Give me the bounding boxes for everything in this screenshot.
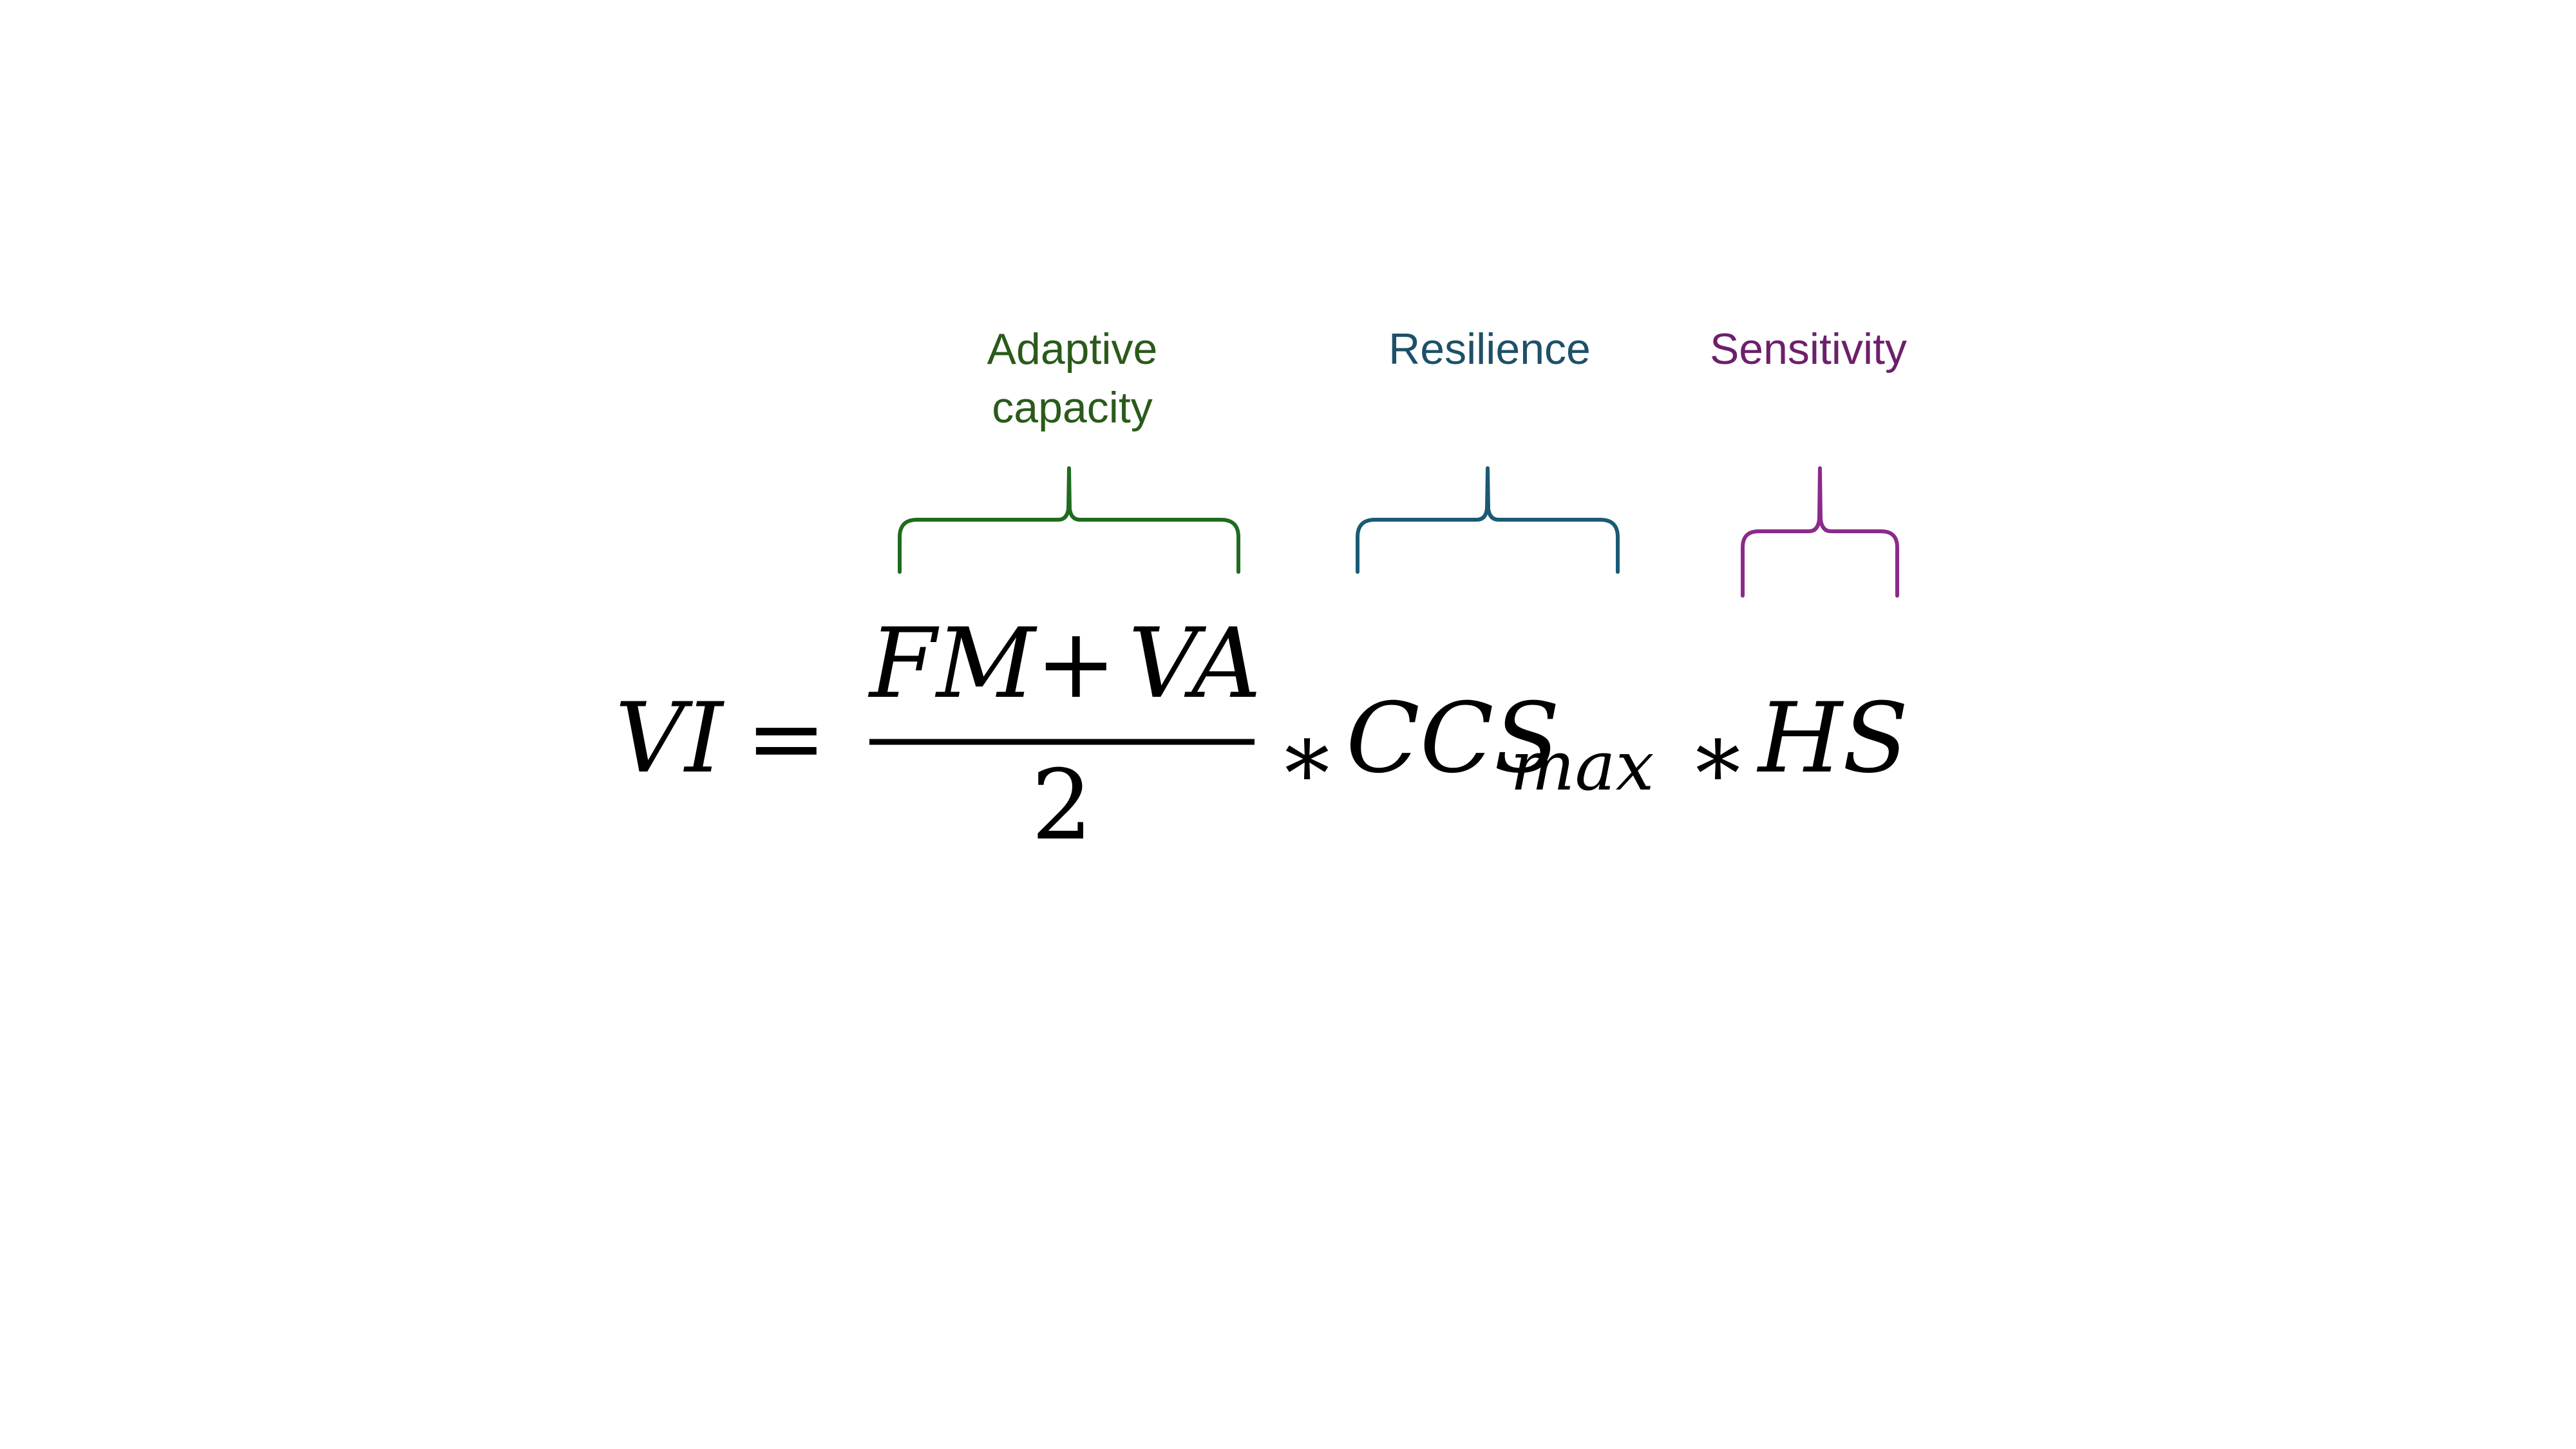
multiply-sign-2: ∗ <box>1687 704 1748 809</box>
adaptive-capacity-brace <box>898 466 1240 574</box>
va-term: VA <box>1128 608 1261 720</box>
ccs-term: CCS <box>1346 683 1560 795</box>
plus-sign: + <box>1036 608 1117 720</box>
hs-term: HS <box>1756 683 1909 795</box>
sensitivity-label: Sensitivity <box>1710 325 1907 374</box>
ccs-subscript-max: max <box>1510 726 1654 806</box>
sensitivity-brace <box>1741 466 1899 598</box>
resilience-label: Resilience <box>1388 325 1591 374</box>
fm-term: FM <box>867 608 1037 720</box>
denominator-two: 2 <box>1031 750 1092 862</box>
multiply-sign-1: ∗ <box>1276 704 1338 809</box>
equals-sign: = <box>746 683 827 795</box>
vi-term: VI <box>615 683 724 795</box>
adaptive-capacity-label-line2: capacity <box>992 383 1152 432</box>
adaptive-capacity-label-line1: Adaptive <box>987 325 1158 374</box>
resilience-brace <box>1356 466 1620 574</box>
